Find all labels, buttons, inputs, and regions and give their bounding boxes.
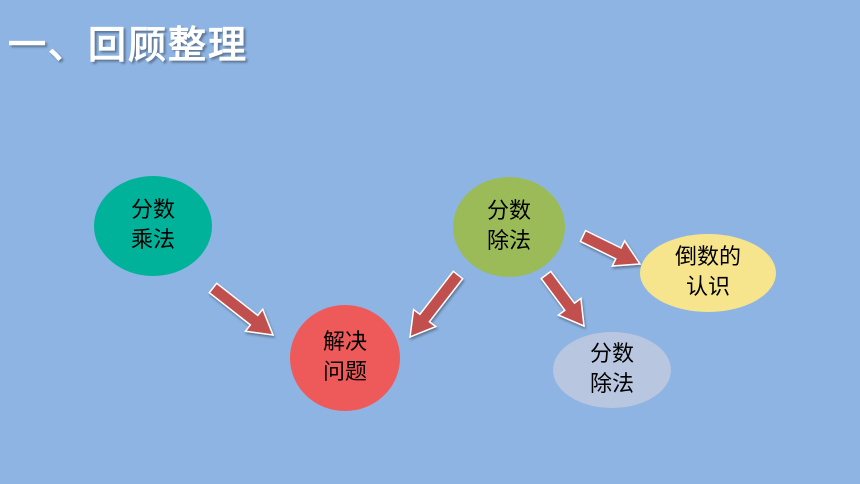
node-label-line1: 分数: [130, 198, 175, 223]
node-label-line1: 倒数的: [674, 245, 741, 270]
node-fraction-division-2: 分数 除法: [553, 332, 671, 408]
arrow-division-to-problem: [409, 270, 464, 339]
node-problem-solving: 解决 问题: [290, 305, 400, 411]
node-reciprocal: 倒数的 认识: [640, 234, 776, 312]
node-label-line2: 认识: [685, 275, 730, 300]
node-label-line1: 分数: [589, 342, 634, 367]
node-label-line2: 除法: [486, 229, 531, 254]
arrow-division-to-reciprocal: [579, 229, 642, 267]
node-label-line1: 分数: [486, 199, 531, 224]
arrow-division-to-division-2: [540, 270, 585, 328]
node-fraction-division: 分数 除法: [453, 177, 565, 277]
page-title: 一、回顾整理: [8, 23, 249, 67]
node-label-line1: 解决: [322, 330, 367, 355]
node-label-line2: 除法: [589, 372, 634, 397]
node-label-line2: 乘法: [130, 228, 175, 253]
arrow-multiplication-to-problem: [208, 282, 275, 336]
node-label-line2: 问题: [322, 360, 367, 385]
node-fraction-multiplication: 分数 乘法: [94, 176, 212, 276]
